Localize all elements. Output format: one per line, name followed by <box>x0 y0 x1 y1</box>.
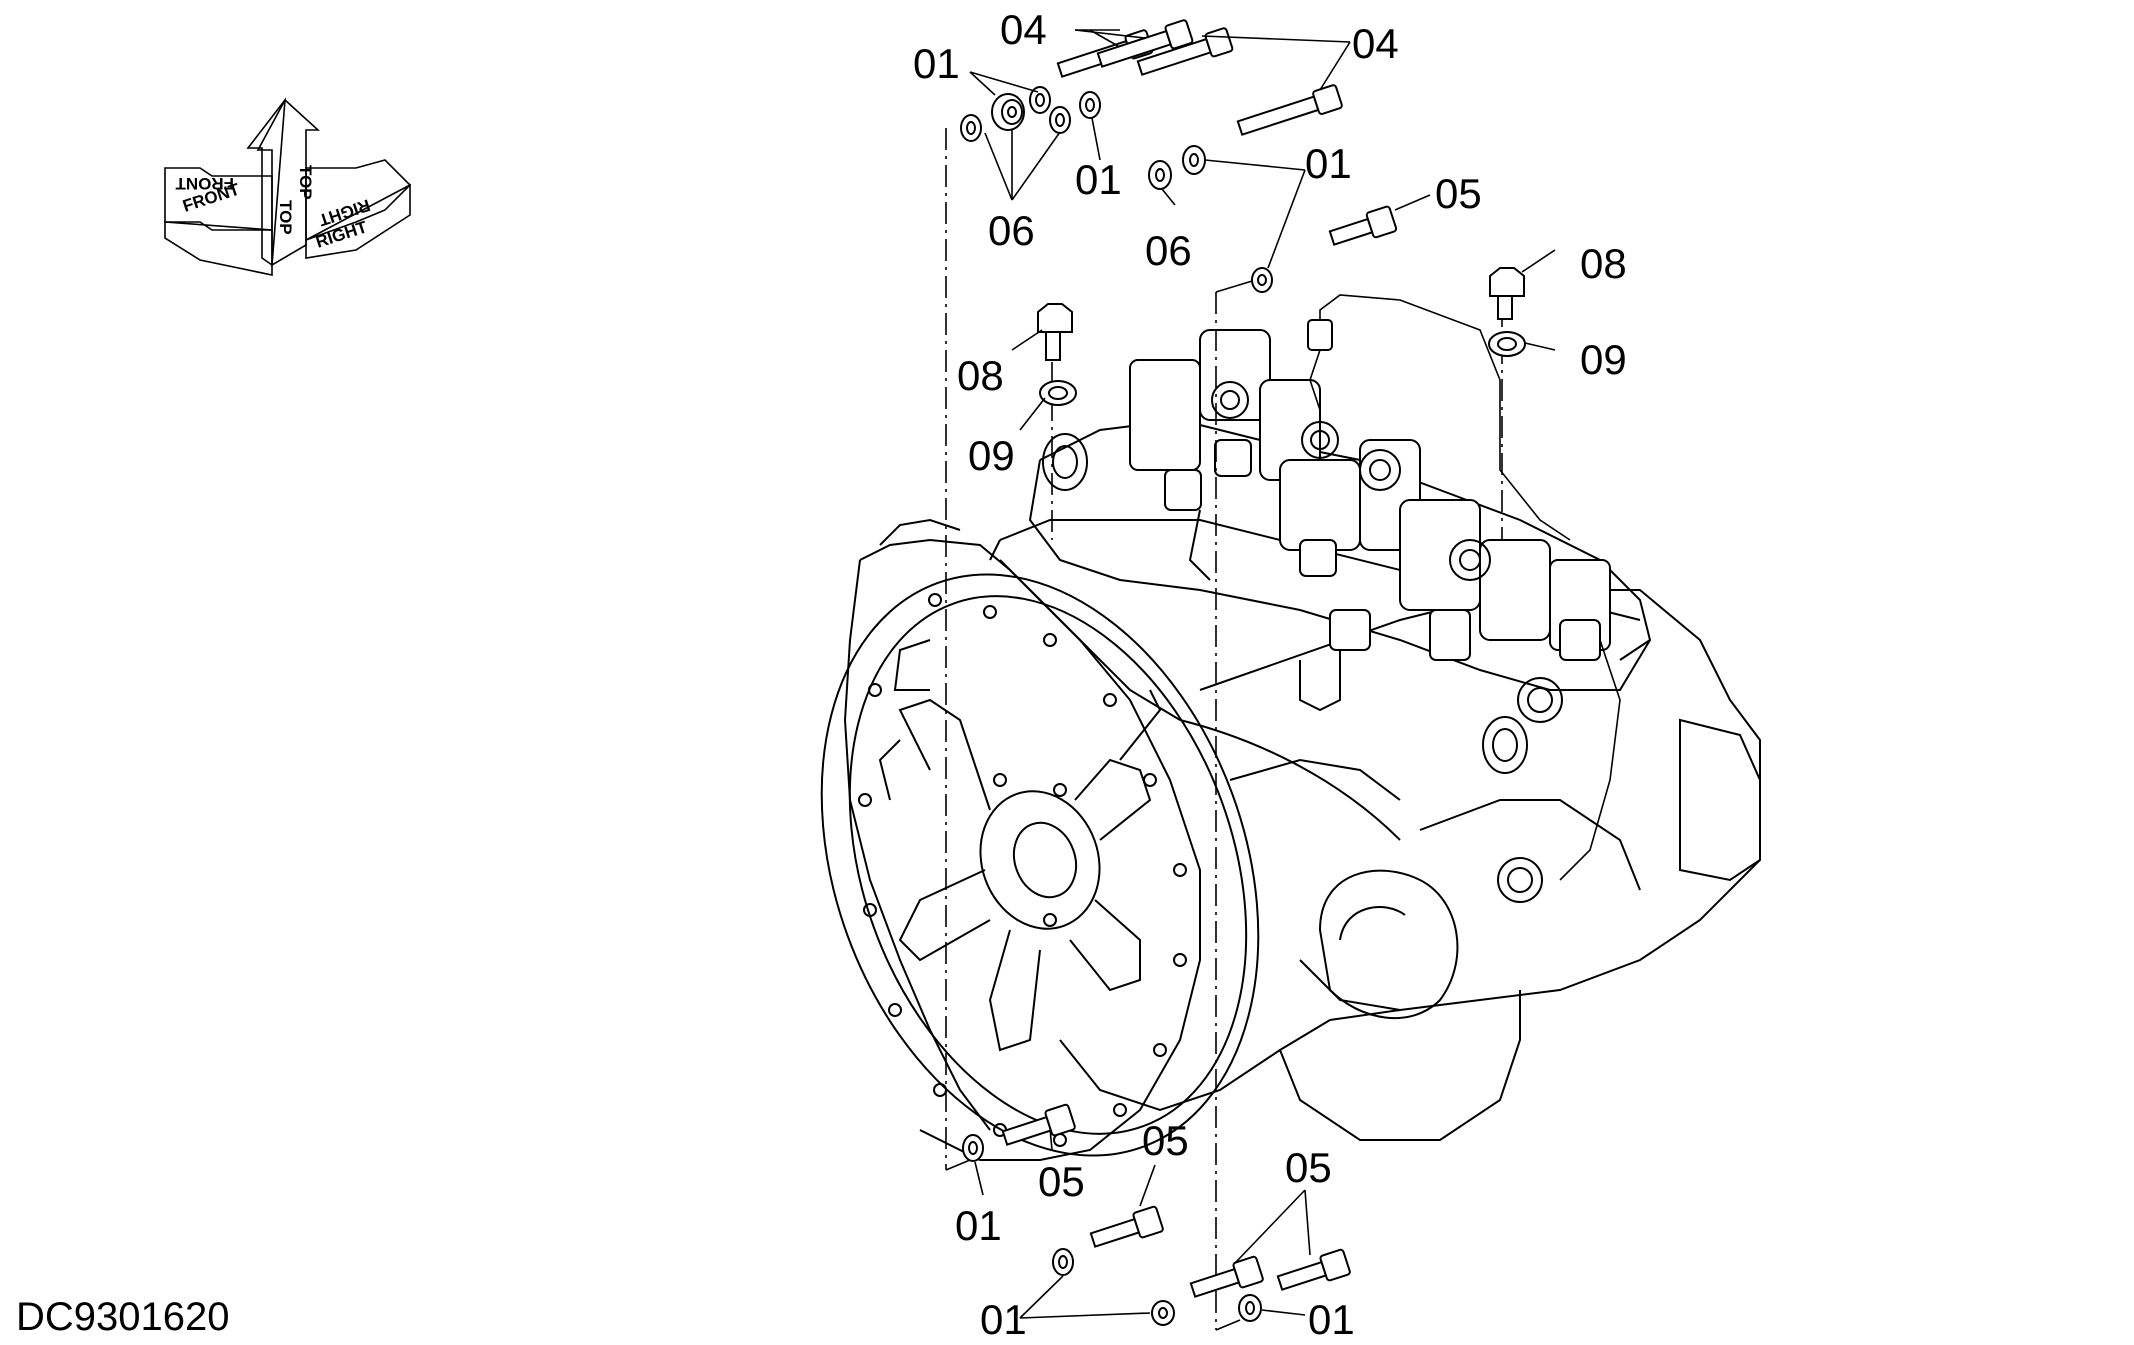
orientation-indicator: FRONT FRONT TOP TOP RIGHT RIGHT <box>164 97 412 276</box>
callout-01-top-right: 01 <box>1305 140 1352 187</box>
hydraulic-pump-assembly <box>820 294 1761 1161</box>
callout-06-mid: 06 <box>1145 227 1192 274</box>
callout-09-left: 09 <box>968 432 1015 479</box>
callout-05-lower-a: 05 <box>1038 1158 1085 1205</box>
washer-09-left <box>1039 380 1077 406</box>
leader-lines <box>969 29 1556 1319</box>
callout-01-lower-c: 01 <box>1308 1296 1355 1343</box>
bolt-05-lower-b <box>1089 1205 1164 1248</box>
bolt-08-left <box>1037 303 1073 361</box>
drawing-code: DC9301620 <box>16 1295 230 1339</box>
bolt-08-right <box>1489 267 1525 320</box>
callout-06-left: 06 <box>988 207 1035 254</box>
bolt-04b <box>1096 19 1194 68</box>
bolt-05-upper <box>1328 205 1398 246</box>
fasteners <box>960 19 1526 1326</box>
coupling-hub <box>878 639 1162 1052</box>
callout-05-lower-c: 05 <box>1285 1144 1332 1191</box>
bolt-05-lower-a <box>1001 1103 1076 1146</box>
callout-01-lower-b: 01 <box>980 1296 1027 1343</box>
callout-01-top-mid: 01 <box>1075 156 1122 203</box>
regulator-valve-block <box>1028 294 1652 881</box>
callout-01-top-left: 01 <box>913 40 960 87</box>
washers-top-left <box>960 86 1101 142</box>
callout-05-lower-b: 05 <box>1142 1117 1189 1164</box>
washers-lower <box>962 1134 1262 1326</box>
callout-05-upper: 05 <box>1435 170 1482 217</box>
callout-01-lower-a: 01 <box>955 1202 1002 1249</box>
bolt-05-lower-c <box>1189 1255 1264 1298</box>
callout-labels: 04 04 01 01 01 06 06 05 08 09 08 09 05 0… <box>913 6 1627 1343</box>
callout-04-top-left: 04 <box>1000 6 1047 53</box>
assembly-center-lines <box>945 128 1503 1331</box>
callout-04-top-right: 04 <box>1352 20 1399 67</box>
flange-bolt-holes <box>858 593 1187 1147</box>
callout-08-left: 08 <box>957 352 1004 399</box>
top-label: TOP <box>276 200 295 235</box>
bolt-04d <box>1236 84 1343 136</box>
washer-09-right <box>1488 331 1526 357</box>
bolt-04c <box>1136 27 1234 76</box>
bolt-05-lower-d <box>1276 1248 1351 1291</box>
callout-08-right: 08 <box>1580 240 1627 287</box>
front-mirror-label: FRONT <box>175 174 234 193</box>
washers-top-mid <box>1148 145 1273 293</box>
callout-09-right: 09 <box>1580 336 1627 383</box>
top-mirror-label: TOP <box>296 165 315 200</box>
